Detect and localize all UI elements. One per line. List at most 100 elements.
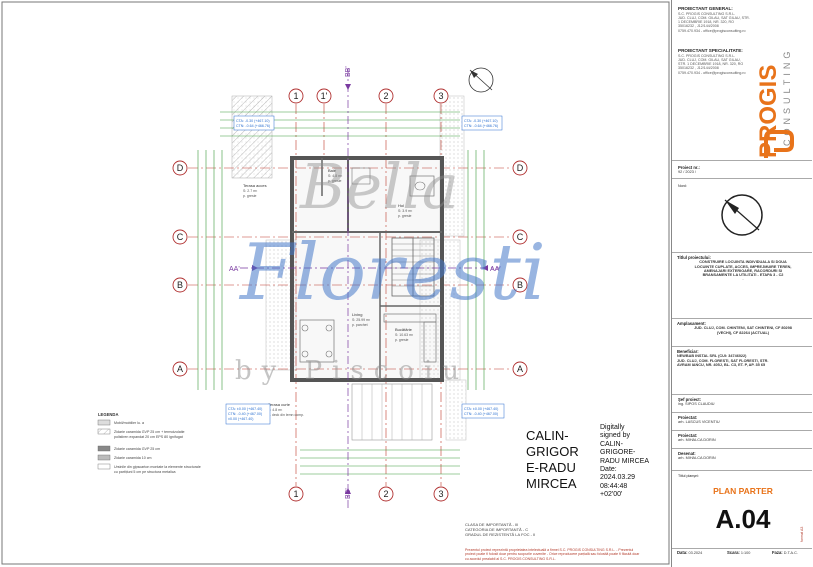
site-line: JUD. CLUJ, COM. CHINTENI, SAT CHINTENI, … <box>694 326 792 331</box>
signature-digital-line: RADU MIRCEA <box>600 457 650 465</box>
signature-name-line: GRIGOR <box>526 444 579 459</box>
level-text: CTA: -0.30 (+467.10) <box>464 119 498 123</box>
divider <box>672 318 812 319</box>
beneficiary-line: JUD. CLUJ, COM. FLORESTI, SAT FLORESTI, … <box>677 358 769 363</box>
north-label: Nord: <box>678 184 687 188</box>
beneficiary-line: AVRAM IANCU, NR. 405J, BL. C3, ET. P, AP… <box>677 362 766 367</box>
divider <box>672 346 812 347</box>
class-line: CATEGORIA DE IMPORTANTĂ - C <box>465 527 529 532</box>
copyright-line: Prezentul proiect reprezintă proprietate… <box>465 548 634 552</box>
level-text: CTA: ±0.00 (+467.40) <box>228 407 262 411</box>
room-name: Hol <box>398 203 404 208</box>
axis-right-2-label: B <box>517 280 523 290</box>
logo-text: PROGIS <box>755 65 782 158</box>
divider <box>672 178 812 179</box>
watermark-line3: by Piscoiu <box>235 356 470 386</box>
site-label: Amplasament: <box>677 321 706 326</box>
designer-general-line: 1 DECEMBRIE 1918, NR. 320, RO <box>678 20 734 25</box>
designer-special-label: PROIECTANT SPECIALITATE: <box>678 48 743 53</box>
level-text: CTN: -0.64 (+466.76) <box>236 124 270 128</box>
signature-name-line: CALIN- <box>526 428 569 443</box>
progis-logo: PROGIS CONSULTING <box>755 48 792 158</box>
axis-bottom-1-bubble <box>378 486 394 502</box>
legend-box <box>97 419 111 470</box>
site: Amplasament: JUD. CLUJ, COM. CHINTENI, S… <box>677 321 809 335</box>
legend-text: LEGENDA Mobil/mobilier lu. a Zidarie car… <box>98 412 201 474</box>
designer-general: PROIECTANT GENERAL: S.C. PROGIS CONSULTI… <box>678 6 754 33</box>
project-title-line: LOCUINTE CUPLATE, ACCES, IMPREJMUIRE TER… <box>694 264 792 269</box>
divider <box>672 394 812 395</box>
section-label-aa-right: AA' <box>490 266 501 273</box>
chief-label: Şef proiect: <box>678 397 702 402</box>
signature-name: CALIN- GRIGOR E-RADU MIRCEA <box>526 428 579 492</box>
date-field: Data: 03.2024 <box>677 550 702 555</box>
level-annotations: CTA: -0.30 (+467.10) CTN: -0.64 (+466.76… <box>225 115 505 425</box>
axis-lines-horizontal <box>188 167 512 370</box>
scale-field: Scara: 1:100 <box>727 550 750 555</box>
designer-special-line: 0759.470.934 - office@progisconsulting.r… <box>678 70 746 75</box>
axis-left-0-bubble <box>172 160 188 176</box>
beneficiary-label: Beneficiar: <box>677 349 699 354</box>
signature-digital-line: 08:44:48 <box>600 482 628 490</box>
axis-bottom-2-label: 3 <box>438 489 443 499</box>
designer-special-line: JUD. CLUJ, COM. GILAU, SAT GILAU, <box>678 57 741 62</box>
signature-digital-line: signed by <box>600 432 630 440</box>
sheet-border <box>1 1 670 565</box>
legend-item: polistiren expandat 20 cm EPS 80 ignifug… <box>114 435 183 439</box>
class-line: GRADUL DE REZISTENTĂ LA FOC - II <box>465 532 536 537</box>
axis-bottom-1-label: 2 <box>383 489 388 499</box>
level-text: CTN: -0.40 (+467.00) <box>228 412 262 416</box>
axis-top-3-label: 3 <box>438 91 443 101</box>
divider <box>672 252 812 253</box>
divider <box>672 430 812 431</box>
section-label-bb-bottom: BB' <box>345 488 352 499</box>
legend-item: Mobil/mobilier lu. a <box>114 421 144 425</box>
project-title-line: AMENAJARI EXTERIOARE, RACORDURI SI <box>703 268 783 273</box>
legend-item: Zidarie caramida GVP 25 cm + termoizolat… <box>114 430 185 434</box>
axis-top-1-label: 1' <box>321 91 328 101</box>
designer-general-line: 35016232 , J12/144/2008 <box>678 24 719 29</box>
date-label: Data: <box>677 550 688 555</box>
signature-name-line: MIRCEA <box>526 476 577 491</box>
level-text: CTN: -0.64 (+466.76) <box>464 124 498 128</box>
axis-right-1-bubble <box>512 229 528 245</box>
signature-digital-line: 2024.03.29 <box>600 474 636 482</box>
divider <box>672 548 812 549</box>
level-text: CTA: -0.30 (+467.10) <box>236 119 270 123</box>
beneficiary-line: NEWBAB INSTAL SRL (CUI: 34746022) <box>677 354 747 359</box>
designer-general-line: S.C. PROGIS CONSULTING S.R.L. <box>678 11 736 16</box>
terrace-deck <box>351 383 433 441</box>
plan-north-arrow <box>468 67 494 93</box>
designer-general-line: 0759.470.934 - office@progisconsulting.r… <box>678 28 746 33</box>
signature-digital-line: Digitally <box>600 424 625 431</box>
sheet-number: A.04 <box>715 504 771 534</box>
legend-item: Zidarie caramida 10 cm <box>114 456 152 460</box>
room-floor: p. deck din lemn comp. <box>268 413 304 417</box>
legend-item: Zidarie caramida GVP 25 cm <box>114 447 160 451</box>
designed2-value: arh. MIHALCA DORIN <box>678 438 716 443</box>
room-floor: p. parchet <box>352 323 368 327</box>
section-label-bb-top: BB' <box>345 66 352 77</box>
project-nr-label: Proiect nr.: <box>678 165 700 170</box>
dimension-lines <box>197 111 485 475</box>
classification-notes: CLASA DE IMPORTANTĂ - III CATEGORIA DE I… <box>465 522 535 537</box>
designed2-label: Proiectat: <box>678 433 698 438</box>
signature-digital-line: Date: <box>600 466 617 474</box>
section-label-aa-left: AA' <box>229 266 240 273</box>
axis-right-0-bubble <box>512 160 528 176</box>
room-floor: p. gresie <box>398 214 411 218</box>
phase-label: Faza: <box>772 550 783 555</box>
room-labels: Terasa acces S: 2.7 m² p. gresie Baie S:… <box>243 168 414 417</box>
legend-title: LEGENDA <box>98 412 118 417</box>
watermark-line1: Bella <box>300 150 459 223</box>
divider <box>672 448 812 449</box>
class-line: CLASA DE IMPORTANTĂ - III <box>465 522 519 527</box>
sheet-title-label: Titlul planşei: <box>678 474 699 478</box>
designer-special-line: STR. 1 DECEMBRIE 1918, NR. 320, RO <box>678 62 744 67</box>
room-area: S: 2.7 m² <box>243 189 258 193</box>
drawn-value: arh. MIHALCA DORIN <box>678 456 716 461</box>
designed-by: Proiectat: arh. LASCUS VICENTIU <box>678 415 720 425</box>
axis-top-0-bubble <box>288 88 304 104</box>
axis-left-1-label: C <box>177 232 184 242</box>
